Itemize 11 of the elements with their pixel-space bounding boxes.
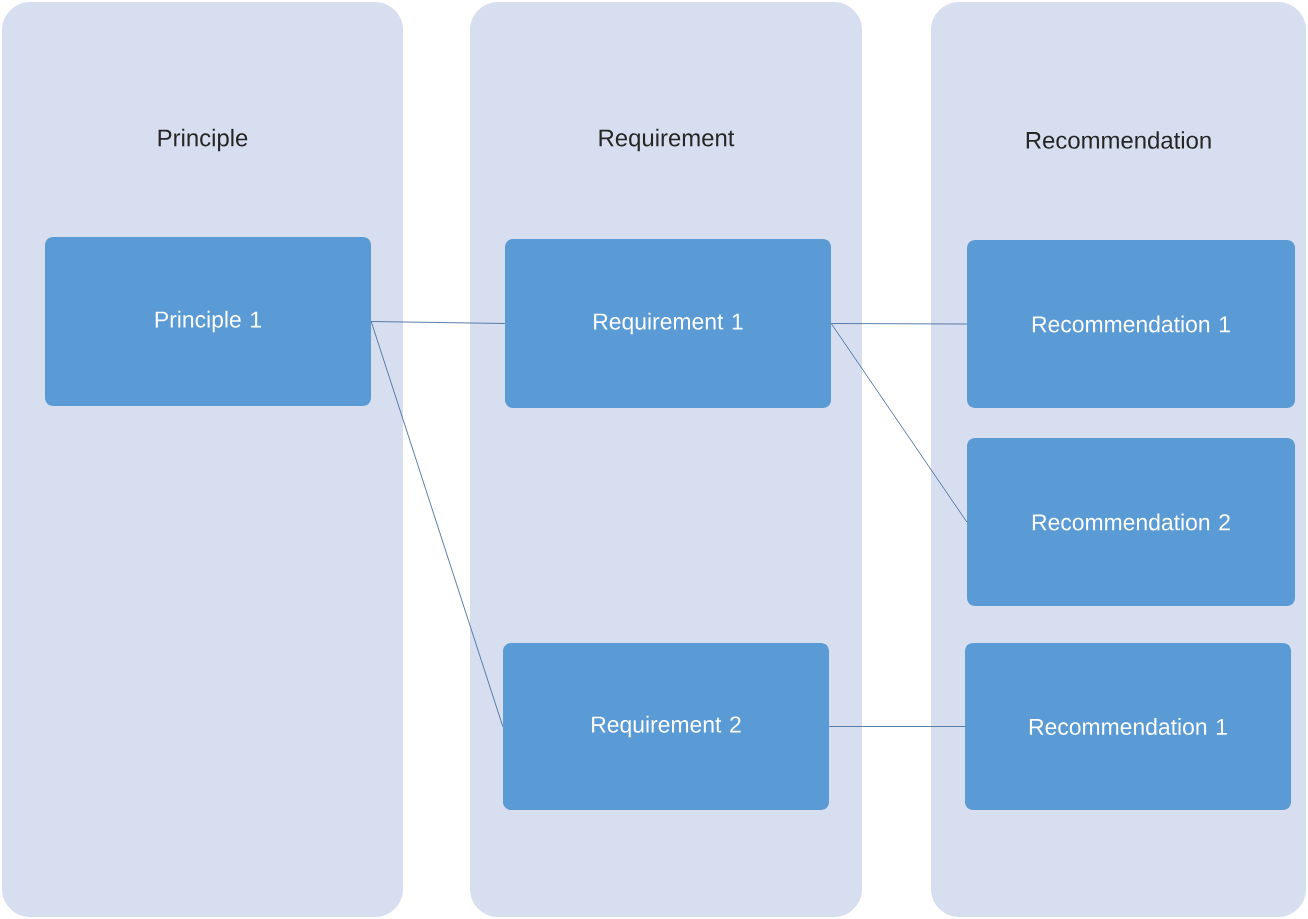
connector-line [370, 321, 504, 727]
process-box: Requirement 1 [505, 239, 831, 408]
process-box: Recommendation 1 [967, 240, 1295, 408]
process-box: Requirement 2 [503, 643, 829, 810]
process-box: Recommendation 2 [967, 438, 1295, 606]
process-box: Principle 1 [45, 237, 371, 406]
connector-line [830, 323, 968, 325]
connector-line [370, 321, 506, 324]
process-box: Recommendation 1 [965, 643, 1291, 810]
connector-line [828, 726, 966, 727]
connector-line [830, 323, 968, 523]
